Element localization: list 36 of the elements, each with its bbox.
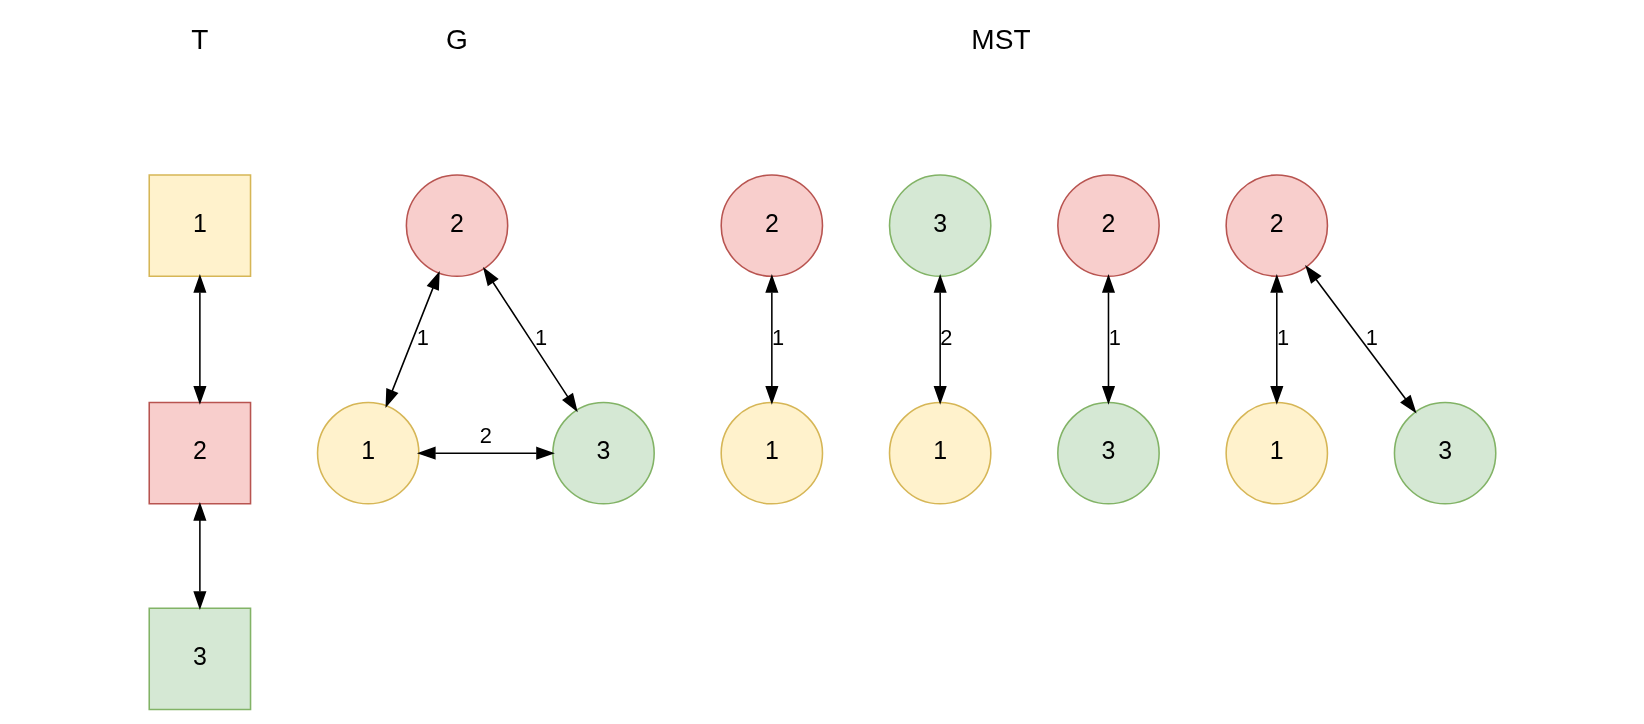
node-circle: 2 — [1224, 174, 1328, 278]
node-circle: 1 — [888, 401, 992, 505]
edge-label: 2 — [479, 422, 492, 448]
arrow — [192, 274, 206, 405]
arrow — [1269, 274, 1283, 405]
node-circle: 2 — [405, 174, 508, 278]
node-box: 3 — [147, 607, 251, 711]
arrow — [933, 274, 947, 405]
arrow — [192, 501, 206, 610]
node-circle: 2 — [719, 174, 823, 278]
node-circle: 1 — [719, 401, 823, 505]
node-box: 1 — [147, 174, 251, 278]
edge-label: 1 — [416, 325, 429, 351]
node-circle: 1 — [316, 401, 420, 505]
edge-label: 1 — [1108, 325, 1121, 351]
arrow — [416, 446, 555, 460]
node-circle: 3 — [1056, 401, 1160, 505]
arrow — [764, 274, 778, 405]
node-box: 2 — [147, 401, 251, 505]
edge-label: 1 — [534, 325, 547, 351]
arrow — [385, 270, 440, 408]
node-circle: 2 — [1056, 174, 1160, 278]
node-circle: 1 — [1224, 401, 1328, 505]
edge-label: 1 — [1365, 325, 1378, 351]
arrow — [1101, 274, 1115, 405]
node-circle: 3 — [888, 174, 992, 278]
edge-label: 2 — [939, 325, 952, 351]
label: G — [445, 24, 468, 56]
arrow — [482, 266, 578, 413]
label: MST — [970, 24, 1031, 56]
node-circle: 3 — [1393, 401, 1497, 505]
edge-label: 1 — [771, 325, 784, 351]
node-circle: 3 — [551, 401, 655, 505]
edge-label: 1 — [1276, 325, 1289, 351]
arrow — [1304, 264, 1417, 414]
label: T — [190, 24, 208, 56]
